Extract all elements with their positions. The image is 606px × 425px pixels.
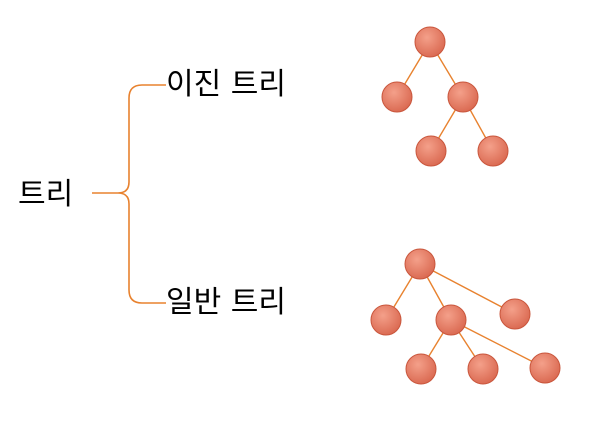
tree-node <box>529 352 561 384</box>
tree-node <box>499 298 531 330</box>
tree-node <box>381 81 413 113</box>
general-tree-illustration <box>370 248 561 385</box>
tree-node <box>405 353 437 385</box>
tree-edge <box>419 263 516 315</box>
tree-node <box>435 304 467 336</box>
tree-node <box>370 304 402 336</box>
tree-node <box>414 26 446 58</box>
general-tree-label: 일반 트리 <box>166 285 286 320</box>
root-category-label: 트리 <box>18 177 74 212</box>
binary-tree-illustration <box>381 26 509 167</box>
tree-edge <box>450 319 546 369</box>
classification-bracket <box>92 84 166 304</box>
binary-tree-label: 이진 트리 <box>166 67 286 102</box>
tree-node <box>447 81 479 113</box>
tree-node <box>477 135 509 167</box>
tree-node <box>467 353 499 385</box>
tree-node <box>404 248 436 280</box>
tree-node <box>415 135 447 167</box>
